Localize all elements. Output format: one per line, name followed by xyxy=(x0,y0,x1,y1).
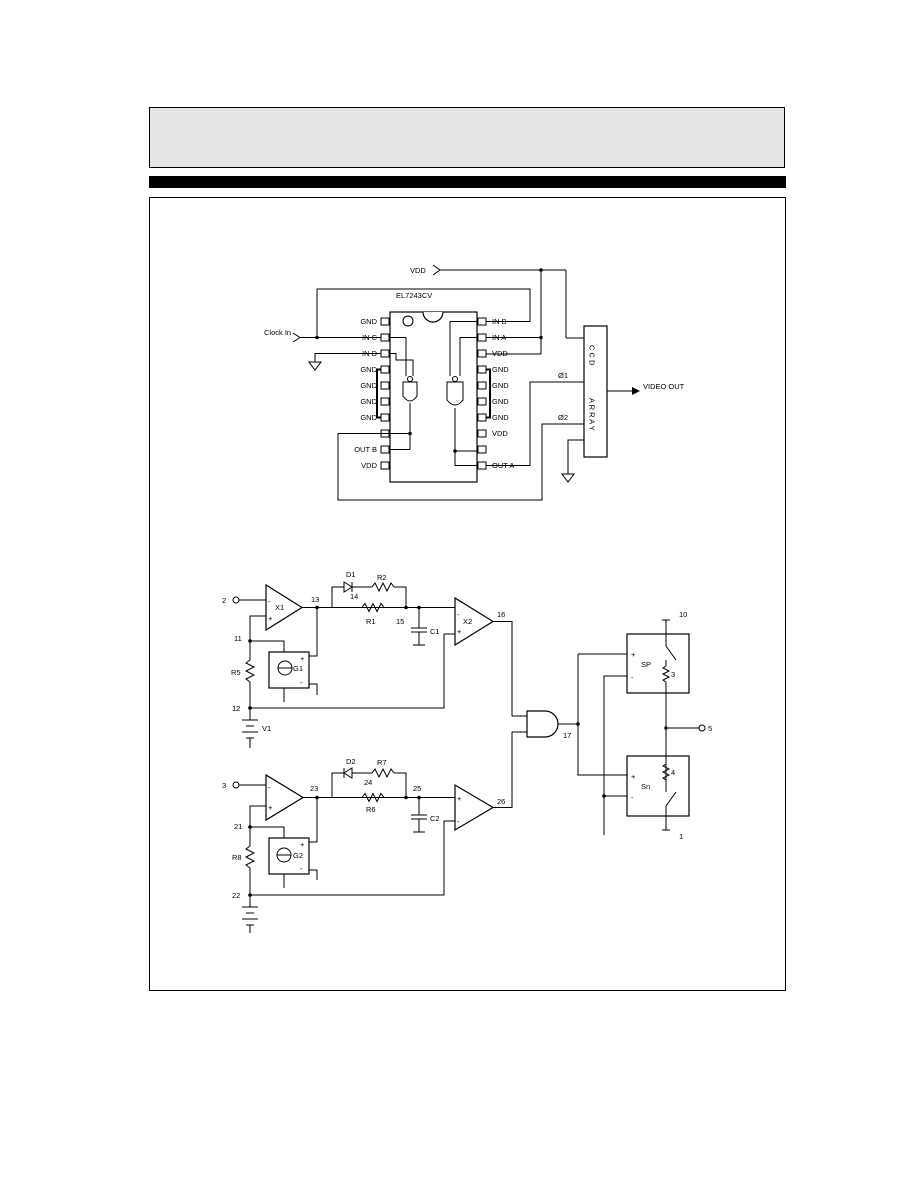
phi1-label: Ø1 xyxy=(558,371,568,380)
opamp-x1 xyxy=(265,583,304,632)
r1-label: R1 xyxy=(366,617,376,626)
x2-plus: + xyxy=(457,627,462,636)
r5-label: R5 xyxy=(231,668,241,677)
pin-l5: GND xyxy=(360,381,377,390)
driver-model-circuit: 2 X1 - + 13 D1 R2 14 R1 15 C1 X2 xyxy=(222,570,712,933)
d2-label: D2 xyxy=(346,757,356,766)
node-2: 2 xyxy=(222,596,226,605)
sp-label: SP xyxy=(641,660,651,669)
vdd-label: VDD xyxy=(410,266,426,275)
r5-resistor xyxy=(244,659,256,683)
node-3: 3 xyxy=(222,781,226,790)
r6-resistor xyxy=(361,792,385,803)
node-25: 25 xyxy=(413,784,421,793)
sp-switch xyxy=(626,633,690,694)
sw-4-label: 4 xyxy=(671,768,675,777)
x1-minus: - xyxy=(268,597,271,606)
g2-label: G2 xyxy=(293,851,303,860)
sw-3-label: 3 xyxy=(671,670,675,679)
c2-label: C2 xyxy=(430,814,440,823)
node-23: 23 xyxy=(310,784,318,793)
node-5: 5 xyxy=(708,724,712,733)
pin-r4: GND xyxy=(492,365,509,374)
node-21: 21 xyxy=(234,822,242,831)
sn-label: Sn xyxy=(641,782,650,791)
g1-plus: + xyxy=(300,654,305,663)
x2-label: X2 xyxy=(463,617,472,626)
g2-source xyxy=(268,837,310,875)
g2-plus: + xyxy=(300,840,305,849)
r7-label: R7 xyxy=(377,758,387,767)
node-26: 26 xyxy=(497,797,505,806)
x1-label: X1 xyxy=(275,603,284,612)
and-gate xyxy=(526,710,559,738)
x3-plus: + xyxy=(268,803,273,812)
pin-r8: VDD xyxy=(492,429,508,438)
x3-minus: - xyxy=(268,783,271,792)
c1-label: C1 xyxy=(430,627,440,636)
pin-l9: OUT B xyxy=(354,445,377,454)
pin-l6: GND xyxy=(360,397,377,406)
pin-r6: GND xyxy=(492,397,509,406)
node-17: 17 xyxy=(563,731,571,740)
g1-minus: - xyxy=(300,678,303,687)
chip-left-pins: GND IN C IN D GND GND GND GND OUT B VDD xyxy=(354,317,390,470)
pin-l1: GND xyxy=(360,317,377,326)
pin-l10: VDD xyxy=(361,461,377,470)
header-box xyxy=(149,107,785,168)
sn-plus: + xyxy=(631,772,636,781)
array-label: A R R A Y xyxy=(588,398,597,431)
node-1: 1 xyxy=(679,832,683,841)
r8-label: R8 xyxy=(232,853,242,862)
node-12: 12 xyxy=(232,704,240,713)
x4-minus: - xyxy=(457,817,460,826)
r8-resistor xyxy=(244,845,256,869)
pin-l4: GND xyxy=(360,365,377,374)
g1-source xyxy=(268,651,310,689)
comparator-x2 xyxy=(454,596,495,647)
r2-label: R2 xyxy=(377,573,387,582)
node-15: 15 xyxy=(396,617,404,626)
video-out-label: VIDEO OUT xyxy=(643,382,685,391)
g2-minus: - xyxy=(300,864,303,873)
sp-plus: + xyxy=(631,650,636,659)
node-24: 24 xyxy=(364,778,372,787)
ccd-label: C C D xyxy=(588,345,597,366)
node-11: 11 xyxy=(234,634,242,643)
node-14: 14 xyxy=(350,592,358,601)
v1-label: V1 xyxy=(262,724,271,733)
node-13: 13 xyxy=(311,595,319,604)
x2-minus: - xyxy=(457,610,460,619)
chip-internal-gates xyxy=(389,321,478,466)
pin-r7: GND xyxy=(492,413,509,422)
comparator-x4 xyxy=(454,783,495,832)
sn-minus: - xyxy=(631,793,634,802)
chip-right-pins: IN B IN A VDD GND GND GND GND VDD OUT A xyxy=(477,317,514,470)
node-10: 10 xyxy=(679,610,687,619)
pin-l7: GND xyxy=(360,413,377,422)
opamp-x3 xyxy=(265,773,305,822)
chip-part-label: EL7243CV xyxy=(396,291,432,300)
d1-label: D1 xyxy=(346,570,356,579)
sp-minus: - xyxy=(631,673,634,682)
title-bar xyxy=(149,176,786,188)
x1-plus: + xyxy=(268,614,273,623)
ccd-driver-circuit: VDD EL7243CV GND IN C IN D GND GND xyxy=(264,264,685,501)
r1-resistor xyxy=(361,602,385,613)
r6-label: R6 xyxy=(366,805,376,814)
x4-plus: + xyxy=(457,794,462,803)
phi2-label: Ø2 xyxy=(558,413,568,422)
sn-switch xyxy=(626,755,690,817)
pin-r5: GND xyxy=(492,381,509,390)
g1-label: G1 xyxy=(293,664,303,673)
clock-label: Clock In xyxy=(264,328,291,337)
node-22: 22 xyxy=(232,891,240,900)
node-16: 16 xyxy=(497,610,505,619)
